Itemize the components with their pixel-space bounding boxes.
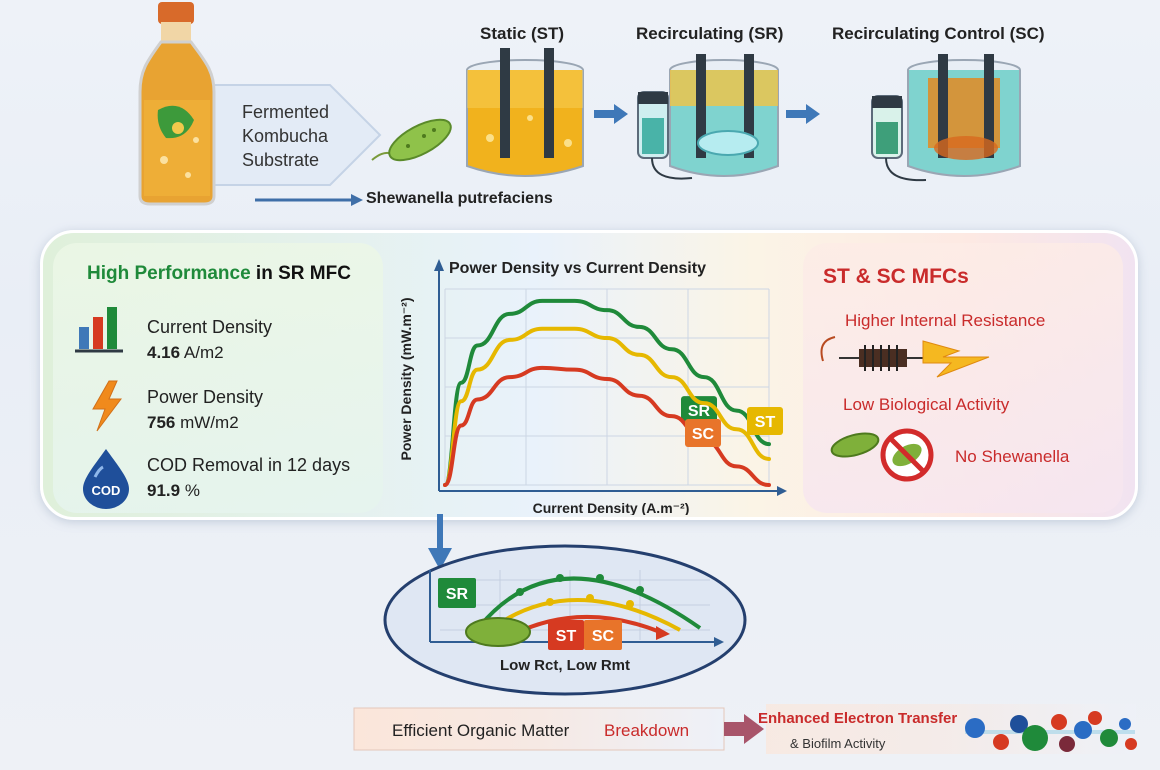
cod-removal-label: COD Removal in 12 days	[147, 455, 351, 475]
cod-drop-text: COD	[92, 483, 121, 498]
electron-molecules-icon	[965, 711, 1137, 752]
chart-xlabel: Current Density (A.m⁻²)	[533, 500, 690, 515]
bottle-label-line1: Fermented	[242, 102, 330, 122]
power-density-value: 756 mW/m2	[147, 413, 239, 433]
series-line-sr	[443, 298, 771, 487]
bottle-label-line2: Kombucha	[242, 126, 329, 146]
reactor-title-recirculating: Recirculating (SR)	[636, 24, 784, 43]
lightning-icon	[92, 380, 122, 432]
chart-title: Power Density vs Current Density	[449, 260, 706, 277]
current-density-unit: A/m2	[180, 343, 224, 362]
no-shewanella-label: No Shewanella	[955, 447, 1070, 466]
bacteria-name: Shewanella putrefaciens	[366, 190, 553, 207]
current-density-value: 4.16 A/m2	[147, 343, 224, 363]
control-reactor-illustration	[871, 54, 1021, 182]
biofilm-inset: SR ST SC Low Rct, Low Rmt	[383, 544, 747, 696]
banner-text-3: Enhanced Electron Transfer	[758, 710, 958, 727]
cod-removal-number: 91.9	[147, 481, 181, 500]
current-density-number: 4.16	[147, 343, 181, 362]
inset-sr-curve	[478, 576, 702, 630]
sr-performance-box: High Performance in SR MFC Current Densi…	[53, 243, 383, 513]
power-density-label: Power Density	[147, 387, 264, 407]
bacteria-arrow	[255, 194, 363, 206]
series-badge-st	[747, 406, 783, 435]
no-bacteria-icon	[830, 428, 934, 482]
cod-removal-unit: %	[180, 481, 200, 500]
series-badge-sc	[685, 419, 721, 447]
power-density-number: 756	[147, 413, 176, 432]
bottle-label: Fermented Kombucha Substrate	[242, 100, 329, 172]
inset-sr-label: SR	[446, 586, 469, 603]
chart-ylabel: Power Density (mW.m⁻²)	[398, 298, 414, 461]
inset-st-curve	[488, 598, 681, 632]
chart-series-group: SR ST SC	[443, 298, 783, 487]
inset-sc-badge	[584, 620, 622, 650]
series-label-sr: SR	[688, 403, 711, 420]
banner-text-1: Efficient Organic Matter	[392, 721, 570, 740]
resistor-lightning-icon	[820, 336, 990, 378]
banner-text-4: & Biofilm Activity	[790, 736, 886, 751]
flow-arrow-1	[594, 104, 628, 124]
current-density-label: Current Density	[147, 317, 273, 337]
inset-caption: Low Rct, Low Rmt	[500, 657, 630, 674]
bacterium-icon	[371, 118, 452, 162]
series-line-st	[443, 326, 771, 487]
banner-text-2: Breakdown	[604, 721, 690, 740]
kombucha-bottle-icon	[138, 2, 216, 206]
sr-performance-title-rest: in SR MFC	[250, 263, 351, 284]
low-bio-activity-label: Low Biological Activity	[843, 395, 1010, 414]
st-sc-title: ST & SC MFCs	[823, 265, 969, 288]
x-axis-arrow	[777, 486, 787, 496]
series-label-sc: SC	[692, 426, 715, 443]
series-label-st: ST	[755, 414, 776, 431]
bar-chart-icon	[75, 307, 123, 353]
sr-performance-title-strong: High Performance	[87, 263, 251, 284]
cod-removal-value: 91.9 %	[147, 481, 200, 501]
internal-resistance-label: Higher Internal Resistance	[845, 311, 1046, 330]
inset-st-label: ST	[556, 628, 577, 645]
inset-st-badge	[548, 620, 584, 650]
flow-arrow-2	[786, 104, 820, 124]
inset-sc-label: SC	[592, 628, 615, 645]
panel-to-inset-arrow	[428, 514, 452, 570]
cod-drop-icon: COD	[83, 449, 129, 509]
power-density-unit: mW/m2	[175, 413, 239, 432]
inset-sr-badge	[438, 578, 476, 608]
reactor-title-control: Recirculating Control (SC)	[832, 24, 1045, 43]
top-section: Fermented Kombucha Substrate Shewanella …	[0, 0, 1160, 225]
bottle-label-line3: Substrate	[242, 150, 320, 170]
inset-x-axis-arrow	[714, 637, 724, 647]
static-reactor-illustration	[466, 48, 584, 177]
results-panel: High Performance in SR MFC Current Densi…	[40, 230, 1138, 520]
reactor-title-static: Static (ST)	[480, 24, 565, 43]
biofilm-icon	[465, 617, 531, 647]
y-axis-arrow	[434, 259, 444, 271]
substrate-arrow-banner	[190, 84, 382, 186]
st-sc-box: ST & SC MFCs Higher Internal Resistance …	[803, 243, 1123, 513]
recirculating-reactor-illustration	[637, 54, 779, 180]
sr-performance-title: High Performance in SR MFC	[87, 263, 351, 285]
